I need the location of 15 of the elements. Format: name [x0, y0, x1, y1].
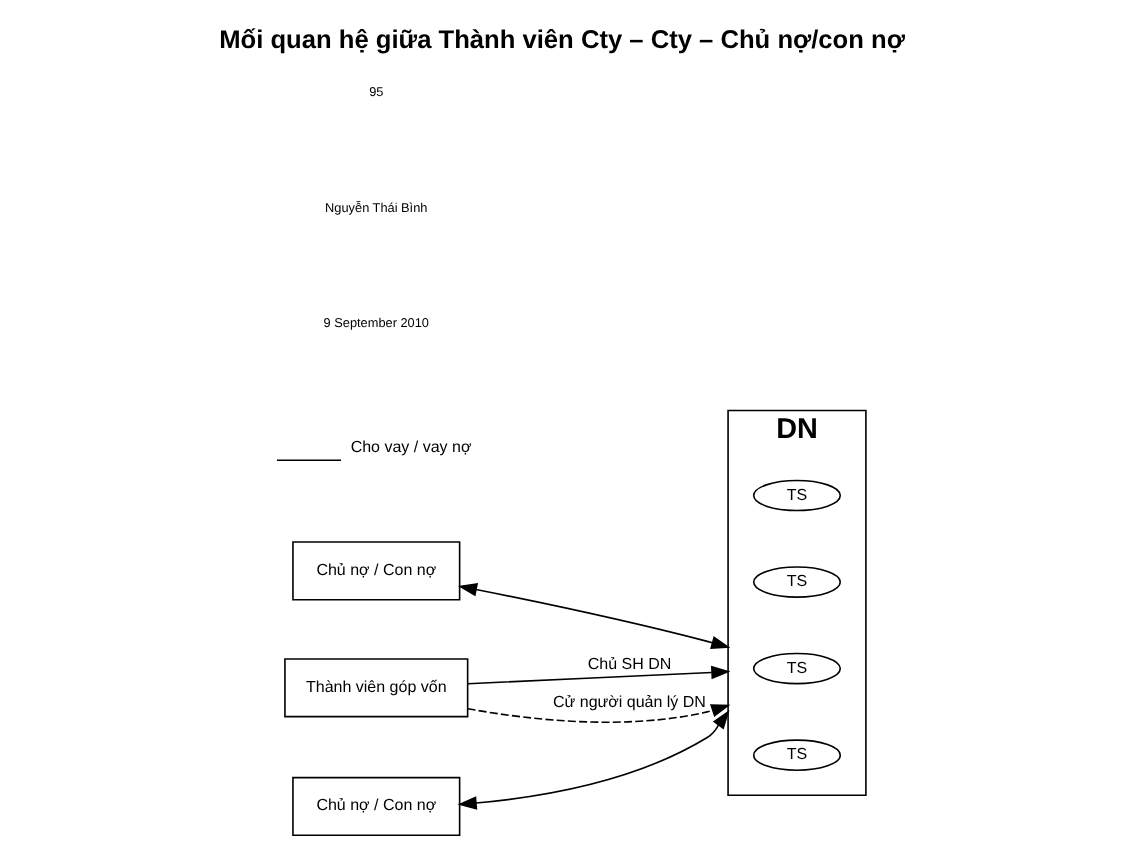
node-box: Thành viên góp vốn — [284, 658, 469, 718]
arrow — [457, 583, 731, 650]
node-ellipse: TS — [752, 652, 842, 685]
edge-label: Cử người quản lý DN — [553, 693, 706, 712]
arrow — [457, 709, 730, 810]
arrow — [467, 665, 731, 685]
arrow — [466, 704, 731, 723]
legend-label: Cho vay / vay nợ — [350, 438, 472, 457]
node-box: Chủ nợ / Con nợ — [292, 776, 461, 837]
edge-label: Chủ SH DN — [587, 654, 672, 673]
node-ellipse: TS — [752, 566, 842, 598]
diagram-title: Mối quan hệ giữa Thành viên Cty – Cty – Chủ nợ/con nợ — [219, 24, 905, 55]
node-ellipse: TS — [752, 739, 842, 771]
node-box: Chủ nợ / Con nợ — [292, 541, 461, 601]
node-ellipse: TS — [752, 479, 842, 512]
